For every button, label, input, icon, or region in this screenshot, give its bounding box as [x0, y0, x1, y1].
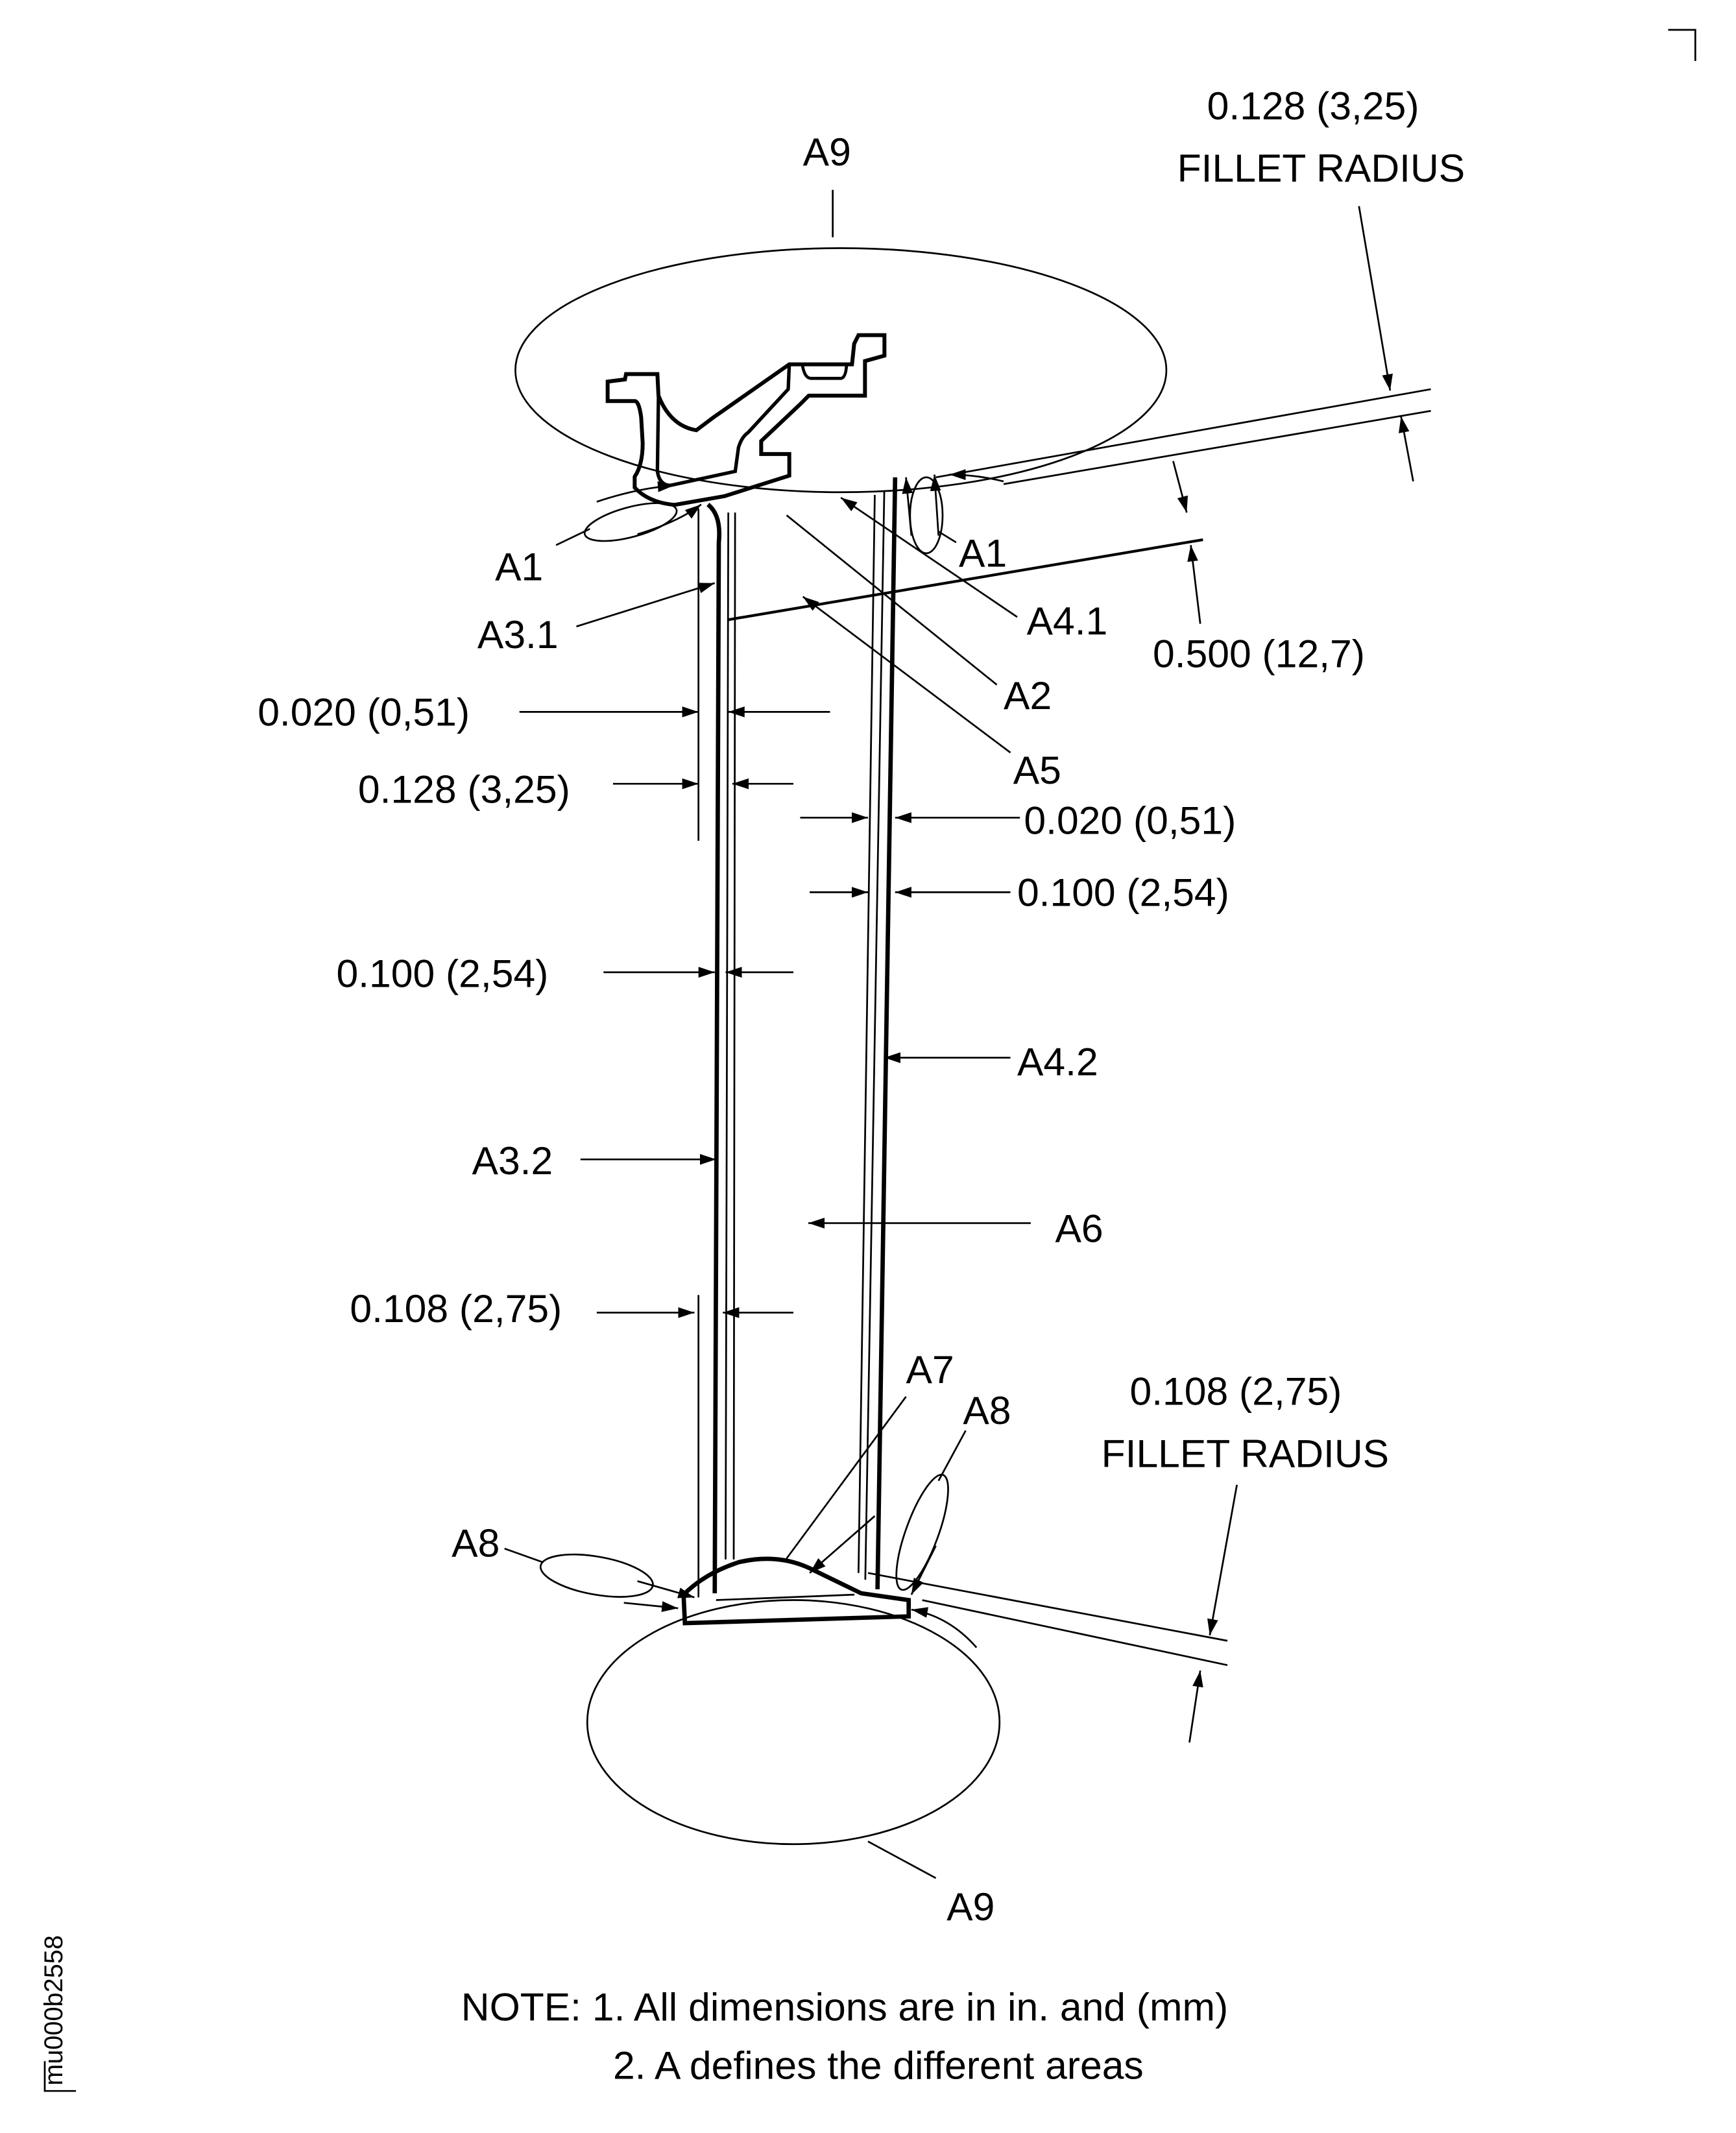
blade-airfoil — [697, 477, 1203, 1598]
area-a9-top-ellipse — [514, 247, 1168, 494]
label-a4-1: A4.1 — [1027, 599, 1108, 643]
label-a6: A6 — [1055, 1207, 1103, 1251]
dimension-100-left: 0.100 (2,54) — [336, 952, 548, 996]
label-a9-bottom: A9 — [946, 1885, 995, 1929]
top-platform-profile — [605, 333, 887, 507]
note-line-2: 2. A defines the different areas — [613, 2043, 1144, 2087]
note-line-1: NOTE: 1. All dimensions are in in. and (… — [461, 1985, 1228, 2029]
dimension-020-right: 0.020 (0,51) — [1024, 799, 1236, 843]
dimension-128-left: 0.128 (3,25) — [358, 767, 570, 811]
label-a2: A2 — [1004, 673, 1052, 717]
label-a3-2: A3.2 — [472, 1139, 553, 1183]
dimension-leaders — [504, 189, 1414, 1879]
label-a7: A7 — [906, 1347, 954, 1392]
dimension-500: 0.500 (12,7) — [1153, 631, 1365, 675]
top-fillet-label: FILLET RADIUS — [1177, 146, 1465, 190]
label-a1-left: A1 — [495, 545, 543, 589]
bottom-fillet-label: FILLET RADIUS — [1102, 1432, 1390, 1476]
dimension-100-right: 0.100 (2,54) — [1017, 870, 1229, 914]
corner-mark — [1668, 29, 1696, 62]
label-a8-right: A8 — [963, 1388, 1011, 1432]
label-a1-right: A1 — [959, 531, 1007, 575]
bottom-platform-profile — [681, 1556, 911, 1626]
bottom-fillet-dimension: 0.108 (2,75) — [1129, 1369, 1342, 1414]
dimension-020-left: 0.020 (0,51) — [258, 690, 470, 734]
dimension-108-left: 0.108 (2,75) — [350, 1286, 562, 1331]
area-a9-bottom-ellipse — [586, 1599, 1001, 1846]
drawing-id-mark — [43, 2061, 77, 2092]
label-a3-1: A3.1 — [477, 612, 559, 657]
drawing-id: mu000b2558 — [40, 1935, 68, 2086]
label-a4-2: A4.2 — [1017, 1040, 1098, 1084]
top-fillet-dimension: 0.128 (3,25) — [1207, 84, 1419, 128]
label-a8-left: A8 — [452, 1521, 500, 1565]
label-a9-top: A9 — [803, 130, 851, 174]
label-a5: A5 — [1013, 748, 1061, 792]
